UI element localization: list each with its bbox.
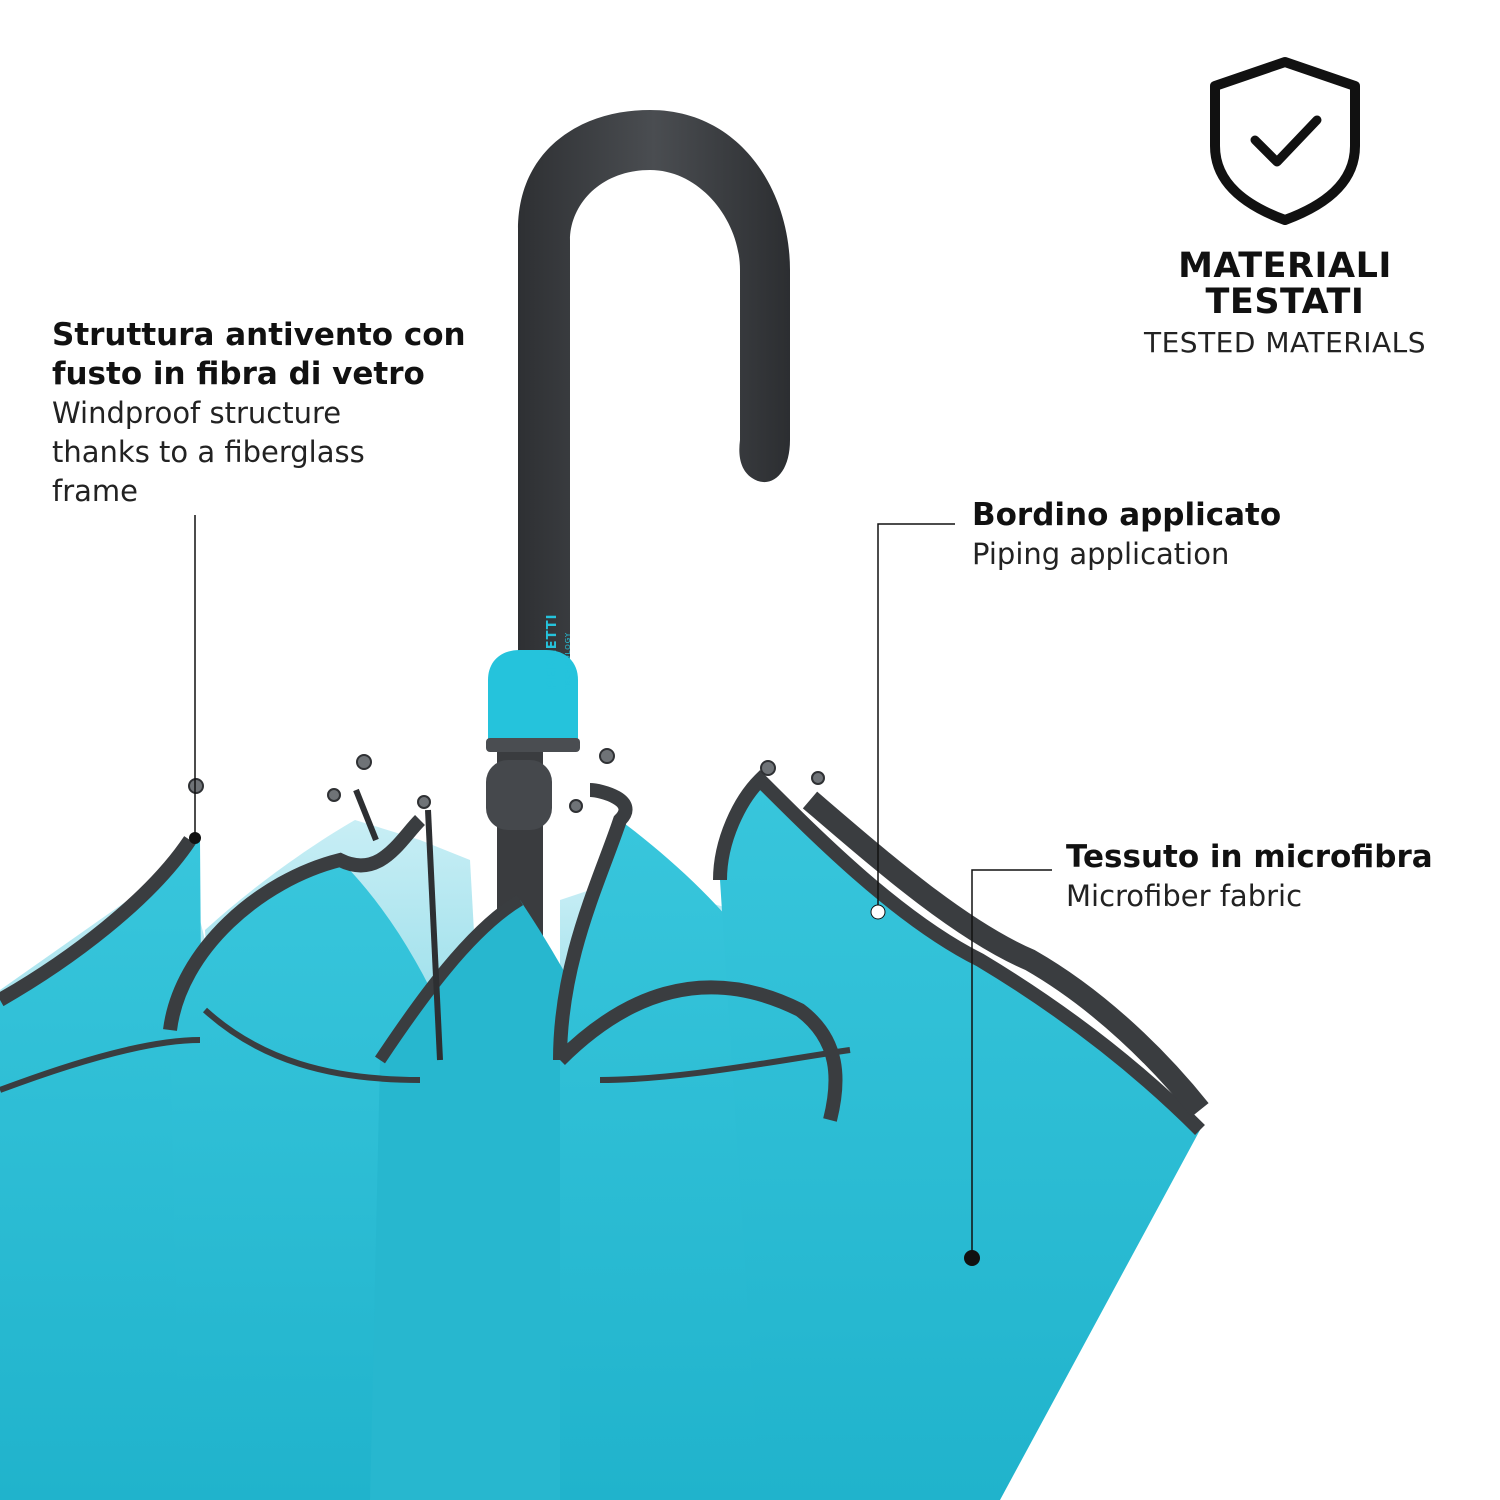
piping-edge-9 [202, 1007, 421, 1083]
inner-rib-2 [353, 788, 379, 842]
callout-structure-it-line1: Struttura antivento con [52, 317, 466, 353]
badge-title-line1: MATERIALI [1178, 246, 1392, 286]
callout-piping-it: Bordino applicato [972, 497, 1282, 533]
piping-edge-7 [802, 791, 1209, 1117]
callout-structure-en-line1: Windproof structure [52, 396, 342, 430]
badge-title-line2: TESTATI [1205, 282, 1365, 322]
callout-structure: Struttura antivento con fusto in fibra d… [52, 316, 482, 511]
canopy-panel-far-left [0, 840, 205, 1500]
piping-edge-5 [555, 980, 843, 1122]
canopy-panel-right [720, 780, 1200, 1500]
umbrella-handle [518, 110, 790, 700]
handle-brand-sub: TECHNOLOGY [564, 632, 572, 691]
piping-edge-10 [599, 1047, 851, 1083]
piping-edge-1 [0, 836, 196, 1007]
handle-brand: PERLETTI [545, 614, 560, 690]
leader-dot-piping [870, 904, 886, 920]
leader-dot-structure [189, 832, 201, 844]
badge-subtitle: TESTED MATERIALS [1144, 326, 1426, 359]
callout-structure-en-line3: frame [52, 474, 138, 508]
callout-structure-en-line2: thanks to a fiberglass [52, 435, 365, 469]
callout-structure-it-line2: fusto in fibra di vetro [52, 356, 425, 392]
handle-accent-ring [488, 650, 578, 742]
callout-fabric-it: Tessuto in microfibra [1066, 839, 1433, 875]
callout-fabric-en: Microfiber fabric [1066, 879, 1303, 913]
inner-rib-1 [425, 809, 443, 1061]
rib-tips [188, 748, 825, 813]
piping-edge-8 [0, 1037, 201, 1093]
piping-edge-3 [375, 894, 524, 1064]
tested-materials-badge: MATERIALI TESTATI TESTED MATERIALS [1130, 54, 1440, 362]
piping-edge-2 [163, 815, 426, 1031]
piping-edge-4 [553, 783, 633, 1061]
canopy-panel-center [370, 900, 610, 1500]
shield-check-icon [1205, 54, 1365, 226]
callout-piping-en: Piping application [972, 537, 1230, 571]
leader-dot-fabric [964, 1250, 980, 1266]
callout-fabric: Tessuto in microfibra Microfiber fabric [1066, 838, 1466, 916]
callout-piping: Bordino applicato Piping application [972, 496, 1372, 574]
leader-lines [194, 515, 1052, 1258]
piping-edge-6 [713, 770, 1205, 1135]
